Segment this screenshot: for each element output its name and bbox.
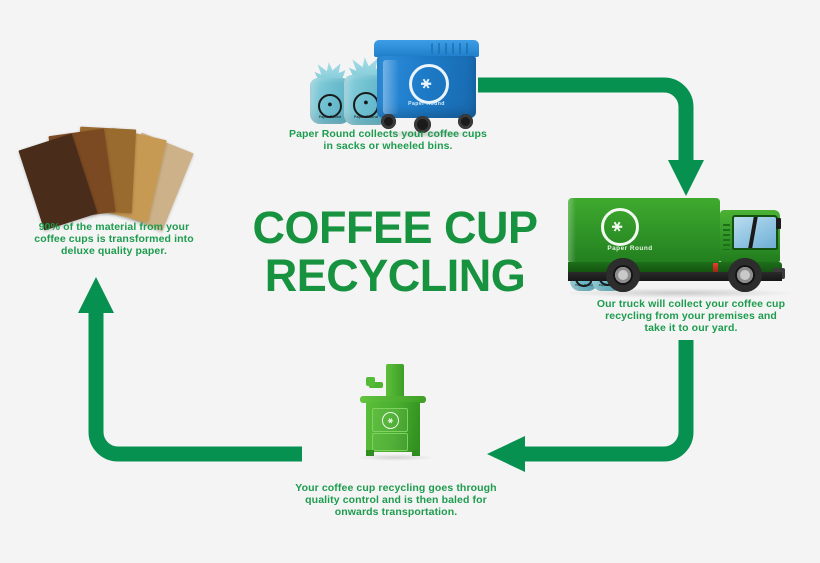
window-divider: [748, 217, 758, 248]
truck-wheel: [728, 258, 762, 292]
truck-lower-stripe: [568, 262, 720, 272]
wheel-hub: [737, 267, 753, 283]
arrow-baler-to-paper: [78, 277, 302, 462]
truck-skirt: [568, 272, 782, 281]
sack-brand-label: Paper Round: [353, 113, 379, 119]
bin-body: ⚹ Paper Round: [377, 56, 476, 118]
baler-knob: [366, 377, 375, 386]
bin-wheel: [458, 114, 473, 129]
recycling-sack: ● Paper Round: [310, 62, 350, 124]
wheel-hub: [615, 267, 631, 283]
bin-shadow: [370, 130, 482, 138]
baler-top-plate: [360, 396, 426, 403]
caption-baling: Your coffee cup recycling goes through q…: [295, 482, 497, 519]
collection-truck: ⚹ Paper Round: [560, 196, 803, 300]
truck-cargo-box: ⚹ Paper Round: [568, 198, 720, 262]
caption-reprocessing: 90% of the material from your coffee cup…: [34, 221, 194, 258]
caption-transport: Our truck will collect your coffee cup r…: [596, 298, 786, 335]
truck-wheel: [606, 258, 640, 292]
arrow-bin-to-truck: [478, 77, 704, 196]
blue-wheelie-bin: ⚹ Paper Round: [370, 40, 482, 138]
baler-leg: [366, 450, 374, 456]
running-figure-icon: ⚹: [421, 73, 432, 92]
sack-brand-label: Paper Round: [575, 282, 593, 287]
baler-column: [386, 364, 404, 398]
baler-leg: [412, 450, 420, 456]
sack-brand-label: Paper Round: [598, 282, 617, 287]
baler-machine: ⚹: [356, 364, 434, 461]
cab-window: [732, 215, 778, 250]
bin-wheel: [381, 114, 396, 129]
truck-taillight: [713, 263, 720, 272]
truck-brand-label: Paper Round: [607, 245, 653, 252]
paper-sheet-fan: [14, 124, 204, 232]
arrow-truck-to-baler: [487, 340, 694, 472]
running-figure-icon: ⚹: [612, 216, 623, 235]
paper-round-logo-icon: ⚹: [409, 64, 449, 104]
title-line-2: RECYCLING: [264, 250, 526, 301]
sack-body: ● Paper Round: [310, 78, 350, 124]
truck-cab: [720, 210, 781, 262]
bin-lid-ribs: [431, 43, 473, 54]
truck-shadow: [560, 288, 796, 298]
title-line-1: COFFEE CUP: [252, 202, 538, 253]
caption-collection: Paper Round collects your coffee cups in…: [289, 128, 487, 153]
paper-round-logo-icon: ⚹: [601, 208, 639, 246]
paper-round-logo-icon: ●: [318, 93, 342, 118]
baler-lower-door: [372, 433, 408, 451]
page-title: COFFEE CUP RECYCLING: [225, 204, 565, 300]
cab-mirror-icon: [776, 218, 781, 229]
paper-round-logo-icon: ⚹: [382, 412, 399, 429]
baler-shadow: [356, 454, 434, 461]
cab-vent-icon: [723, 224, 730, 250]
bin-wheel: [414, 116, 431, 133]
sack-brand-label: Paper Round: [318, 114, 342, 119]
baler-lever-arm: [369, 382, 383, 388]
bin-lid: [374, 40, 479, 57]
bin-brand-label: Paper Round: [408, 101, 445, 107]
